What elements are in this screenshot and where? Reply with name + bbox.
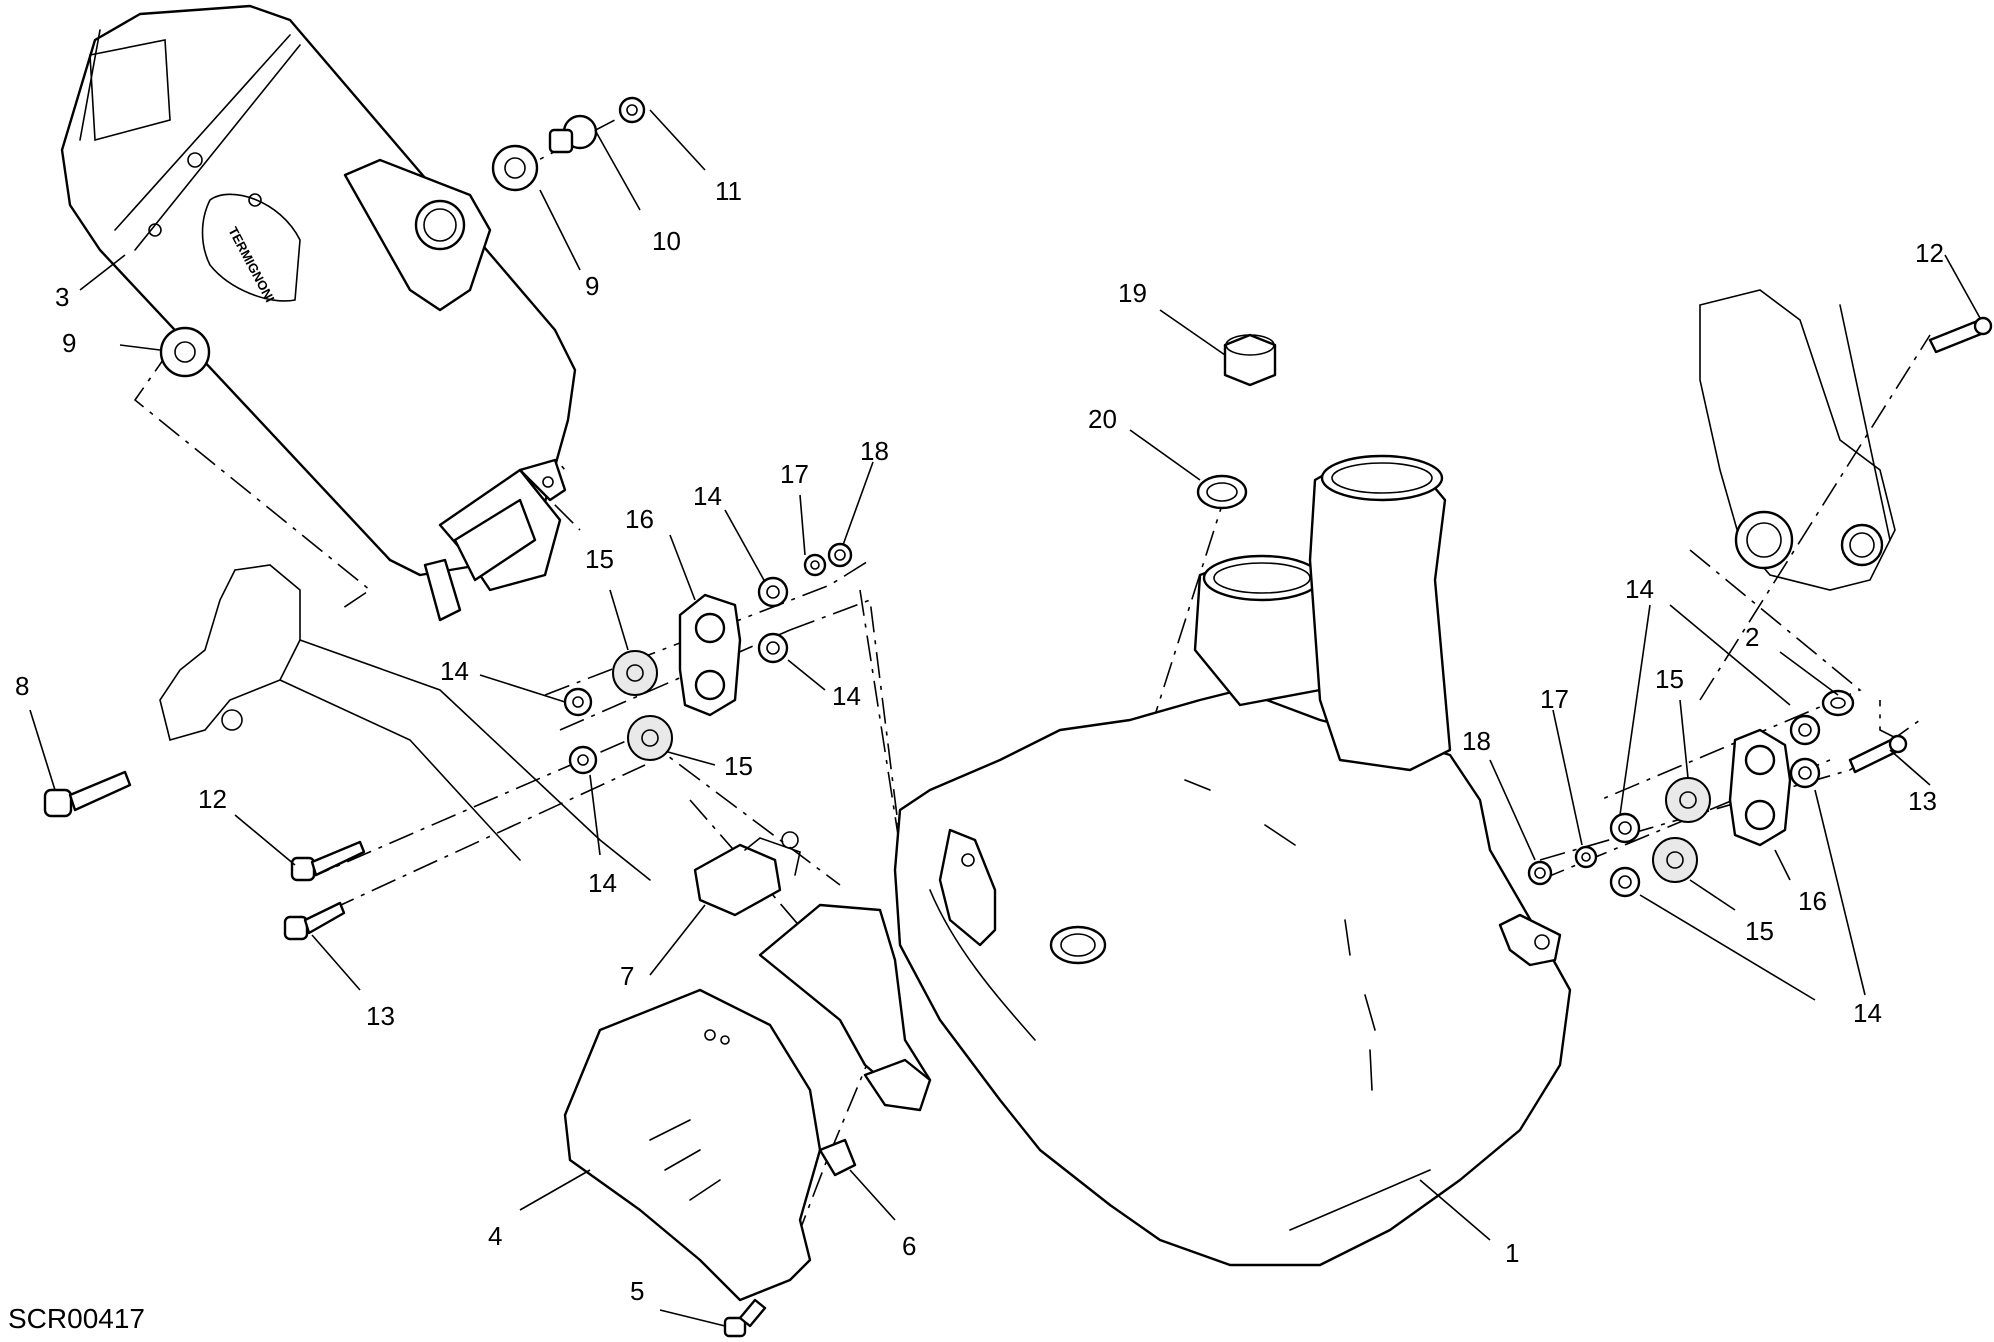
callout-15-left-b: 15 bbox=[724, 751, 753, 781]
callout-20: 20 bbox=[1088, 404, 1117, 434]
washer-14-left-d bbox=[568, 745, 598, 775]
callout-18-left: 18 bbox=[860, 436, 889, 466]
nut-18-right bbox=[1527, 860, 1553, 886]
nut-11 bbox=[618, 96, 646, 124]
mid-pipe bbox=[758, 903, 932, 1112]
bolt-8 bbox=[43, 770, 132, 818]
silencer: TERMIGNONI bbox=[60, 4, 577, 622]
nut-18-left bbox=[827, 542, 853, 568]
callout-13-left: 13 bbox=[366, 1001, 395, 1031]
damper-15-upper-right bbox=[1665, 777, 1711, 823]
callout-17-right: 17 bbox=[1540, 684, 1569, 714]
callout-17-left: 17 bbox=[780, 459, 809, 489]
callout-14-right-a: 14 bbox=[1625, 574, 1654, 604]
washer-2 bbox=[1821, 689, 1855, 717]
callout-14-left-d: 14 bbox=[588, 868, 617, 898]
washer-14-right-a bbox=[1789, 714, 1821, 746]
footrest-bracket-right bbox=[1699, 289, 1896, 591]
washer-14-left-a bbox=[757, 576, 789, 608]
frame-bracket-left bbox=[159, 564, 651, 881]
washer-14-right-d bbox=[1609, 866, 1641, 898]
washer-14-left-b bbox=[757, 632, 789, 664]
rubber-9-left bbox=[159, 326, 211, 378]
gasket-20 bbox=[1196, 474, 1248, 510]
callout-13-right: 13 bbox=[1908, 786, 1937, 816]
damper-15-lower-left bbox=[627, 715, 673, 761]
bolt-12-left bbox=[290, 840, 366, 882]
callout-14-left-c: 14 bbox=[832, 681, 861, 711]
heat-shield bbox=[563, 988, 822, 1302]
leader-lines bbox=[29, 109, 1981, 1327]
callout-1: 1 bbox=[1505, 1238, 1519, 1268]
bracket-16-right bbox=[1728, 728, 1792, 847]
callout-3: 3 bbox=[55, 282, 69, 312]
clamp bbox=[693, 831, 801, 917]
callout-6: 6 bbox=[902, 1231, 916, 1261]
callout-9-top: 9 bbox=[585, 271, 599, 301]
washer-14-left-c bbox=[563, 687, 593, 717]
washer-17-right bbox=[1574, 845, 1598, 869]
callout-9-left: 9 bbox=[62, 328, 76, 358]
callout-15-left-a: 15 bbox=[585, 544, 614, 574]
damper-15-lower-right bbox=[1652, 837, 1698, 883]
callout-7: 7 bbox=[620, 961, 634, 991]
bracket-16-left bbox=[678, 593, 742, 717]
callout-16-left: 16 bbox=[625, 504, 654, 534]
damper-15-upper-left bbox=[612, 650, 658, 696]
callout-12-right: 12 bbox=[1915, 238, 1944, 268]
callout-5: 5 bbox=[630, 1276, 644, 1306]
clip-6 bbox=[818, 1138, 857, 1177]
washer-14-right-c bbox=[1609, 812, 1641, 844]
callout-14-left-a: 14 bbox=[440, 656, 469, 686]
callout-4: 4 bbox=[488, 1221, 502, 1251]
washer-17-left bbox=[803, 553, 827, 577]
cap-19 bbox=[1223, 333, 1277, 387]
bushing-10 bbox=[548, 114, 598, 154]
callout-19: 19 bbox=[1118, 278, 1147, 308]
callout-8: 8 bbox=[15, 671, 29, 701]
callout-12-left: 12 bbox=[198, 784, 227, 814]
callout-labels: 1 2 3 4 5 6 7 8 9 9 10 11 12 12 13 13 14… bbox=[15, 176, 1944, 1306]
callout-15-right-b: 15 bbox=[1745, 916, 1774, 946]
callout-14-right-b: 14 bbox=[1853, 998, 1882, 1028]
drawing-code: SCR00417 bbox=[8, 1303, 145, 1334]
callout-18-right: 18 bbox=[1462, 726, 1491, 756]
washer-14-right-b bbox=[1789, 757, 1821, 789]
callout-15-right-a: 15 bbox=[1655, 664, 1684, 694]
callout-14-left-b: 14 bbox=[693, 481, 722, 511]
callout-16-right: 16 bbox=[1798, 886, 1827, 916]
callout-2: 2 bbox=[1745, 622, 1759, 652]
rubber-9-top bbox=[491, 144, 539, 192]
bolt-13-right bbox=[1848, 734, 1908, 774]
bolt-13-left bbox=[283, 901, 346, 941]
callout-10: 10 bbox=[652, 226, 681, 256]
exhaust-body bbox=[893, 454, 1572, 1267]
bolt-12-right bbox=[1928, 316, 1993, 354]
callout-11: 11 bbox=[715, 176, 742, 206]
screw-5 bbox=[723, 1298, 767, 1338]
